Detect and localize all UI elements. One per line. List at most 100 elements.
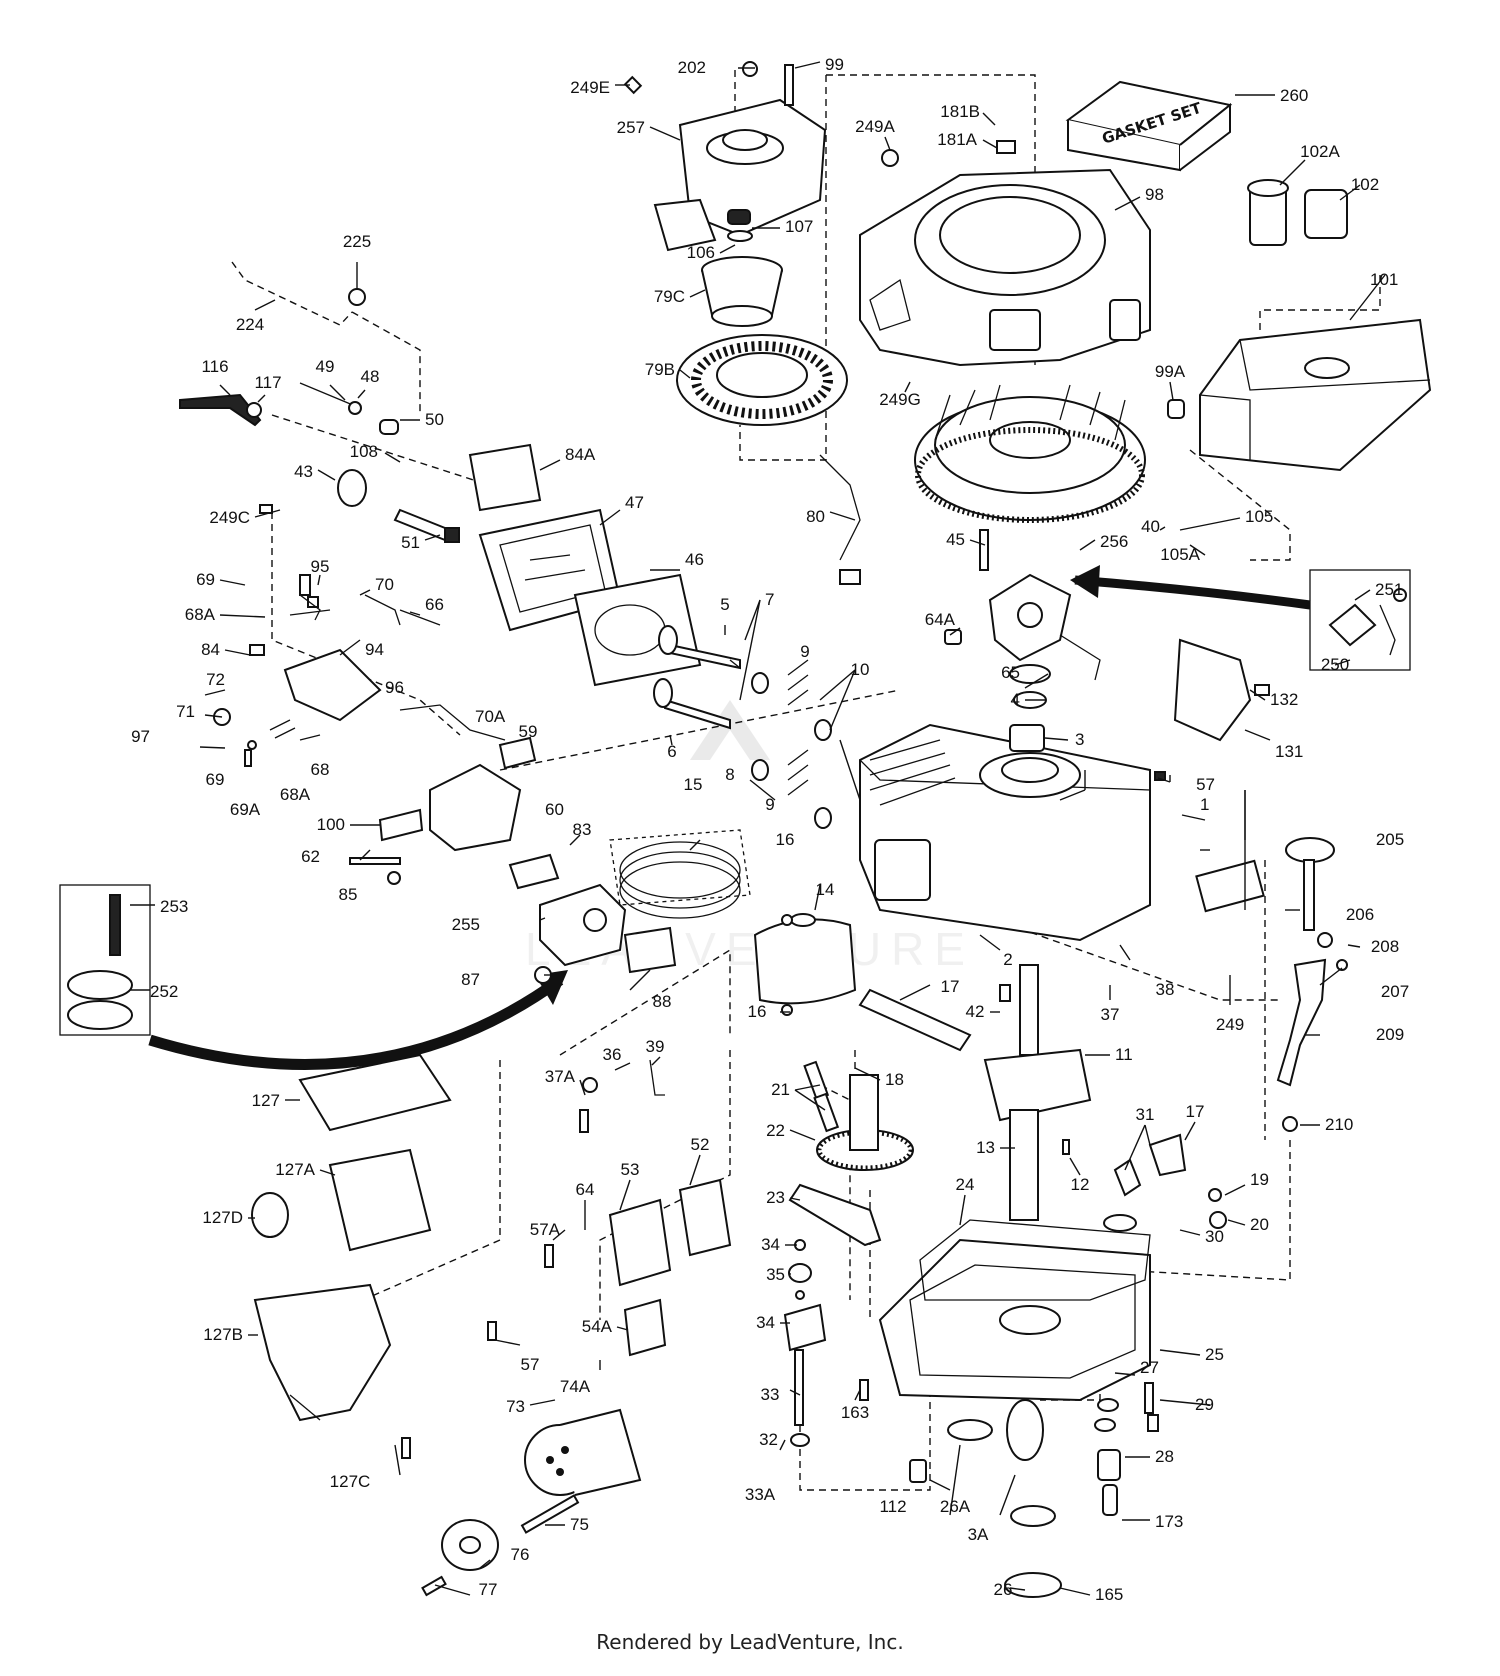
callout-255: 255: [452, 915, 480, 934]
callout-20: 20: [1250, 1215, 1269, 1234]
callout-181B: 181B: [940, 102, 980, 121]
callout-47: 47: [625, 493, 644, 512]
callout-173: 173: [1155, 1512, 1183, 1531]
fuel-tank: [1199, 318, 1432, 472]
callout-28: 28: [1155, 1447, 1174, 1466]
callout-64A: 64A: [925, 610, 956, 629]
callout-3A: 3A: [968, 1525, 989, 1544]
starter-cup: [701, 256, 783, 327]
callout-39: 39: [646, 1037, 665, 1056]
callout-19: 19: [1250, 1170, 1269, 1189]
callout-27: 27: [1140, 1358, 1159, 1377]
pointer-arrow-ignition: [1074, 575, 1311, 610]
callout-252: 252: [150, 982, 178, 1001]
callout-9: 9: [800, 642, 809, 661]
connecting-rod: [858, 988, 972, 1052]
rotating-screen: [676, 334, 848, 426]
callout-66: 66: [425, 595, 444, 614]
callout-132: 132: [1270, 690, 1298, 709]
callout-43: 43: [294, 462, 313, 481]
callout-163: 163: [841, 1403, 869, 1422]
callout-205: 205: [1376, 830, 1404, 849]
callout-16_b: 16: [748, 1002, 767, 1021]
callout-29: 29: [1195, 1395, 1214, 1414]
callout-15: 15: [684, 775, 703, 794]
callout-18: 18: [885, 1070, 904, 1089]
callout-34_b: 34: [756, 1313, 775, 1332]
callout-46: 46: [685, 550, 704, 569]
callout-59: 59: [519, 722, 538, 741]
callout-251: 251: [1375, 580, 1403, 599]
callout-107: 107: [785, 217, 813, 236]
callout-57_b: 57: [521, 1355, 540, 1374]
callout-84A: 84A: [565, 445, 596, 464]
callout-60: 60: [545, 800, 564, 819]
fuel-cap: [1247, 179, 1348, 246]
callout-12: 12: [1071, 1175, 1090, 1194]
callout-24: 24: [956, 1175, 975, 1194]
callout-165: 165: [1095, 1585, 1123, 1604]
callout-99: 99: [825, 55, 844, 74]
callout-69: 69: [196, 570, 215, 589]
callout-69A: 69A: [230, 800, 261, 819]
blower-housing: [859, 168, 1151, 367]
callout-97: 97: [131, 727, 150, 746]
muffler: [524, 1408, 642, 1496]
crankshaft: [983, 964, 1092, 1221]
callout-16: 16: [776, 830, 795, 849]
callout-5: 5: [720, 595, 729, 614]
callout-22: 22: [766, 1121, 785, 1140]
callout-112: 112: [879, 1497, 906, 1516]
starter-housing: [653, 98, 827, 252]
callout-8: 8: [725, 765, 734, 784]
callout-249C: 249C: [209, 508, 250, 527]
callout-68A: 68A: [185, 605, 216, 624]
crankcase-cover: [878, 1238, 1151, 1402]
small-fasteners: [213, 61, 1348, 1597]
callout-117: 117: [254, 373, 281, 392]
callout-3: 3: [1075, 730, 1084, 749]
callout-127B: 127B: [203, 1325, 243, 1344]
callout-35: 35: [766, 1265, 785, 1284]
callout-37: 37: [1101, 1005, 1120, 1024]
callout-7: 7: [765, 590, 774, 609]
callout-37A: 37A: [545, 1067, 576, 1086]
callout-253: 253: [160, 897, 188, 916]
callout-127A: 127A: [275, 1160, 315, 1179]
callout-64: 64: [576, 1180, 595, 1199]
callout-62: 62: [301, 847, 320, 866]
engine-components: GASKET SET: [59, 61, 1432, 1598]
callout-99A: 99A: [1155, 362, 1186, 381]
cylinder-block: [859, 723, 1151, 942]
callout-13: 13: [976, 1138, 995, 1157]
callout-84: 84: [201, 640, 220, 659]
callout-40: 40: [1141, 517, 1160, 536]
callout-102: 102: [1351, 175, 1379, 194]
callout-105: 105: [1245, 507, 1273, 526]
callout-105A: 105A: [1160, 545, 1200, 564]
callout-11: 11: [1115, 1045, 1133, 1064]
callout-207: 207: [1381, 982, 1409, 1001]
callout-256: 256: [1100, 532, 1128, 551]
camshaft-gear: [816, 1074, 914, 1171]
callout-9_b: 9: [765, 795, 774, 814]
callout-57A: 57A: [530, 1220, 561, 1239]
inset-carburetor-box: [59, 884, 151, 1036]
callout-96: 96: [385, 678, 404, 697]
flywheel: [914, 384, 1146, 523]
carburetor: [539, 883, 627, 967]
callout-116: 116: [201, 357, 228, 376]
callout-260: 260: [1280, 86, 1308, 105]
callout-85: 85: [339, 885, 358, 904]
crankcase-gasket: [919, 1219, 1151, 1301]
callout-108: 108: [350, 442, 378, 461]
callout-127D: 127D: [202, 1208, 243, 1227]
callout-101: 101: [1370, 270, 1398, 289]
callout-77: 77: [479, 1580, 498, 1599]
callout-98: 98: [1145, 185, 1164, 204]
callout-70: 70: [375, 575, 394, 594]
callout-labels: 260 202 99 249E 257 181B 181A 249A 102A …: [131, 55, 1409, 1604]
callout-42: 42: [966, 1002, 985, 1021]
piston: [753, 913, 857, 1005]
callout-83: 83: [573, 820, 592, 839]
